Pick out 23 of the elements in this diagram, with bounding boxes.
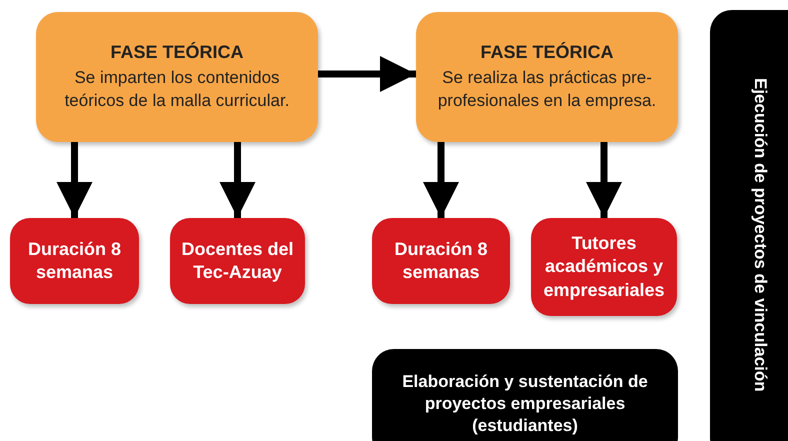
arrow: [423, 142, 459, 218]
phase-box: [36, 12, 318, 142]
vertical-banner: [710, 10, 788, 441]
phase-box: [416, 12, 678, 142]
info-box: [10, 218, 139, 304]
box-text: Tutores académicos y empresariales: [542, 232, 666, 302]
phase-heading: FASE TEÓRICA: [110, 42, 244, 64]
info-box: [372, 218, 510, 304]
info-box: [531, 218, 677, 316]
arrow: [56, 142, 92, 218]
vertical-label: Ejecución de proyectos de vinculación: [750, 78, 770, 392]
arrow: [586, 142, 622, 218]
phase-description: Se realiza las prácticas pre-profesionales en la empresa.: [436, 67, 658, 112]
arrow: [318, 56, 416, 92]
box-text: Docentes del Tec-Azuay: [180, 238, 295, 284]
arrow: [220, 142, 256, 218]
box-text: Duración 8 semanas: [26, 238, 122, 284]
info-box: [170, 218, 305, 304]
phase-description: Se imparten los contenidos teóricos de la malla curricular.: [64, 67, 290, 112]
phase-heading: FASE TEÓRICA: [480, 42, 614, 64]
banner-box: [372, 349, 678, 441]
box-text: Duración 8 semanas: [393, 238, 489, 284]
box-text: Elaboración y sustentación de proyectos empresariales (estudiantes): [401, 370, 649, 438]
